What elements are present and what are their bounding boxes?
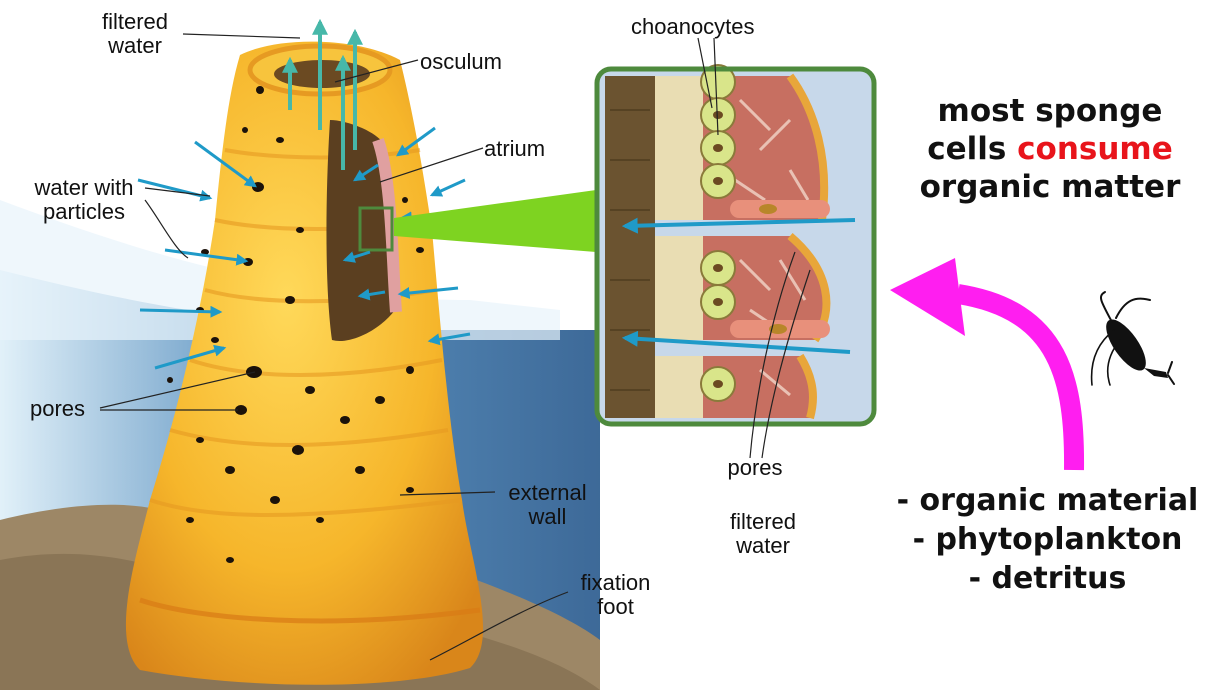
label-pores-detail: pores: [715, 456, 795, 480]
headline: most sponge cells consume organic matter: [890, 92, 1210, 206]
label-fixation-foot: fixation foot: [563, 571, 668, 619]
label-choanocytes: choanocytes: [631, 15, 755, 39]
headline-line1: most sponge: [890, 92, 1210, 130]
label-external-wall-line1: external: [495, 481, 600, 505]
label-fixation-foot-line1: fixation: [563, 571, 668, 595]
headline-line3: organic matter: [890, 168, 1210, 206]
label-pores-left: pores: [30, 397, 85, 421]
headline-accent-word: consume: [1017, 131, 1173, 167]
label-external-wall-line2: wall: [495, 505, 600, 529]
label-filtered-water-top: filtered water: [80, 10, 190, 58]
label-external-wall: external wall: [495, 481, 600, 529]
copepod-icon: [1092, 292, 1174, 385]
label-atrium: atrium: [484, 137, 545, 161]
headline-line2: cells consume: [890, 130, 1210, 168]
food-list-item: - detritus: [880, 559, 1215, 598]
label-fixation-foot-line2: foot: [563, 595, 668, 619]
label-water-with-particles-line1: water with: [14, 176, 154, 200]
label-filtered-water-detail: filtered water: [708, 510, 818, 558]
label-water-with-particles: water with particles: [14, 176, 154, 224]
zoom-detail-panel: [597, 65, 874, 424]
label-filtered-water-top-line2: water: [80, 34, 190, 58]
label-water-with-particles-line2: particles: [14, 200, 154, 224]
label-filtered-water-detail-line1: filtered: [708, 510, 818, 534]
magenta-curved-arrow: [890, 258, 1074, 470]
label-filtered-water-detail-line2: water: [708, 534, 818, 558]
food-list-item: - organic material: [880, 481, 1215, 520]
food-list: - organic material - phytoplankton - det…: [880, 481, 1215, 598]
food-list-item: - phytoplankton: [880, 520, 1215, 559]
headline-line2-prefix: cells: [927, 131, 1017, 167]
label-filtered-water-top-line1: filtered: [80, 10, 190, 34]
label-osculum: osculum: [420, 50, 502, 74]
